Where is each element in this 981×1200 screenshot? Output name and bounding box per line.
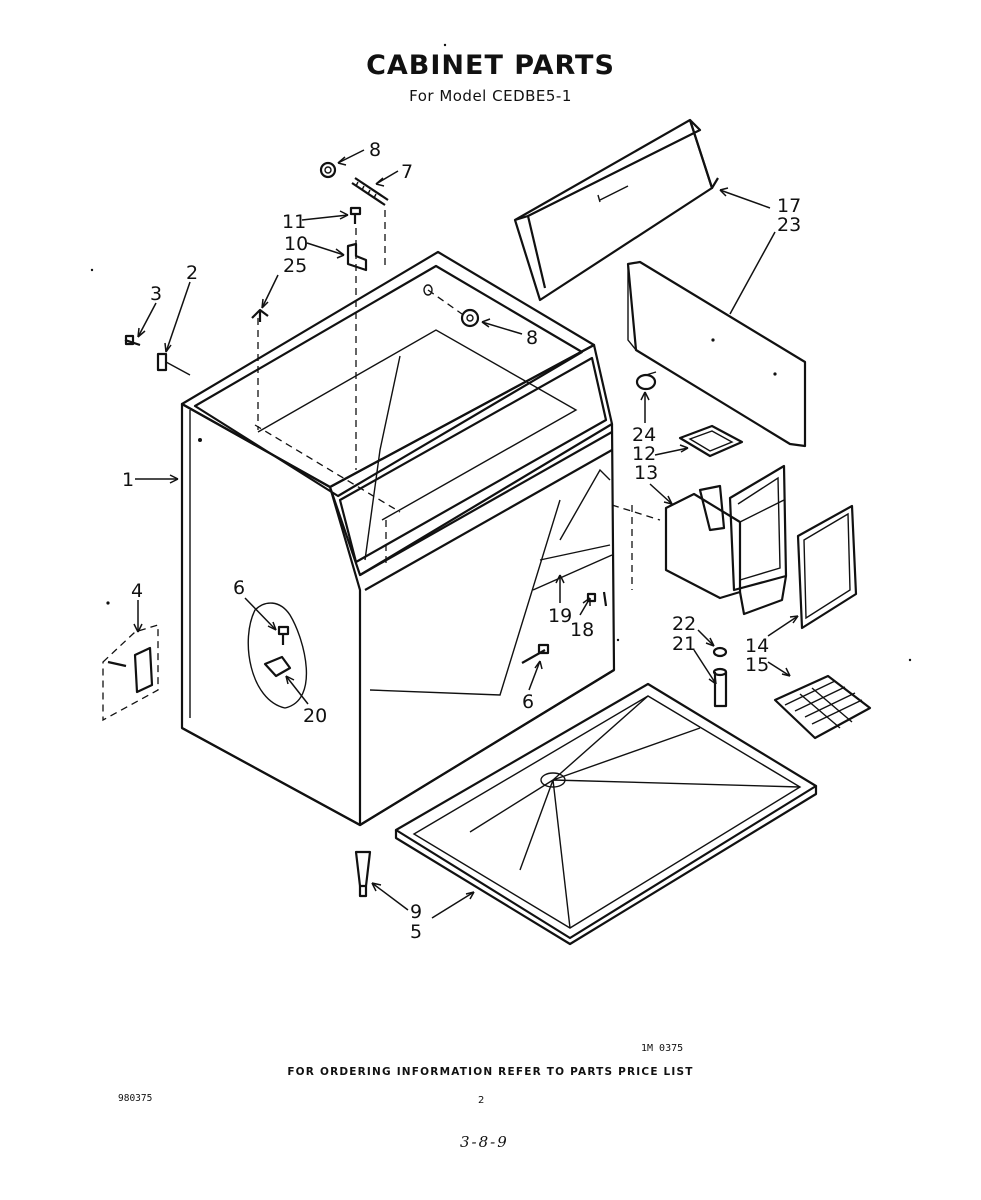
screw-icon-left: [124, 334, 141, 347]
drain-pan: [394, 682, 818, 946]
callout-9: 9: [410, 901, 422, 923]
ordering-note: FOR ORDERING INFORMATION REFER TO PARTS …: [287, 1066, 694, 1078]
wing-nut-icon: [251, 308, 269, 322]
drawing-code: 1M 0375: [641, 1043, 684, 1054]
nut-icon-right: [423, 284, 480, 328]
spring-icon: [351, 177, 389, 206]
bracket-icon: [346, 242, 368, 272]
callout-4: 4: [131, 580, 143, 602]
page-title: CABINET PARTS: [366, 50, 615, 81]
callout-19: 19: [548, 605, 572, 627]
callout-5: 5: [410, 921, 422, 943]
callout-22: 22: [672, 613, 696, 635]
door-gasket: [796, 504, 858, 630]
leader-arrows: [133, 149, 799, 919]
ice-bucket: [664, 464, 788, 616]
callout-21: 21: [672, 633, 696, 655]
back-panel: [626, 260, 807, 448]
callout-2: 2: [186, 262, 198, 284]
callout-23: 23: [777, 214, 801, 236]
screw-icon-side: [277, 625, 290, 645]
callout-1: 1: [122, 469, 134, 491]
model-subtitle: For Model CEDBE5-1: [409, 87, 572, 105]
knob-icon: [635, 371, 657, 391]
callout-13: 13: [634, 462, 658, 484]
callout-8-right: 8: [526, 327, 538, 349]
callout-3: 3: [150, 283, 162, 305]
handwritten-note: 3-8-9: [460, 1133, 509, 1151]
latch-icon: [263, 655, 292, 678]
callout-6-inner: 6: [522, 691, 534, 713]
top-drawer: [513, 118, 719, 302]
gasket-frame: [678, 424, 744, 458]
page-number: 2: [478, 1095, 485, 1106]
clip-icon-small: [586, 591, 608, 607]
callout-15: 15: [745, 654, 769, 676]
callout-11: 11: [282, 211, 306, 233]
hinge-icon: [102, 601, 159, 722]
callout-17: 17: [777, 195, 801, 217]
leg-icon: [354, 850, 372, 898]
callout-12: 12: [632, 443, 656, 465]
callout-20: 20: [303, 705, 327, 727]
callout-14: 14: [745, 635, 769, 657]
callout-7: 7: [401, 161, 413, 183]
callout-10: 10: [284, 233, 308, 255]
cabinet-body: [180, 210, 661, 827]
grille-icon: [773, 674, 872, 740]
screw-icon: [349, 206, 362, 224]
callout-6-side: 6: [233, 577, 245, 599]
callout-24: 24: [632, 424, 656, 446]
callout-25: 25: [283, 255, 307, 277]
nut-icon: [319, 161, 337, 179]
callout-8-top: 8: [369, 139, 381, 161]
document-number: 980375: [118, 1093, 153, 1104]
screw-icon-inner: [521, 643, 550, 664]
callout-18: 18: [570, 619, 594, 641]
clip-icon: [156, 352, 191, 376]
drain-tube: [712, 646, 728, 708]
